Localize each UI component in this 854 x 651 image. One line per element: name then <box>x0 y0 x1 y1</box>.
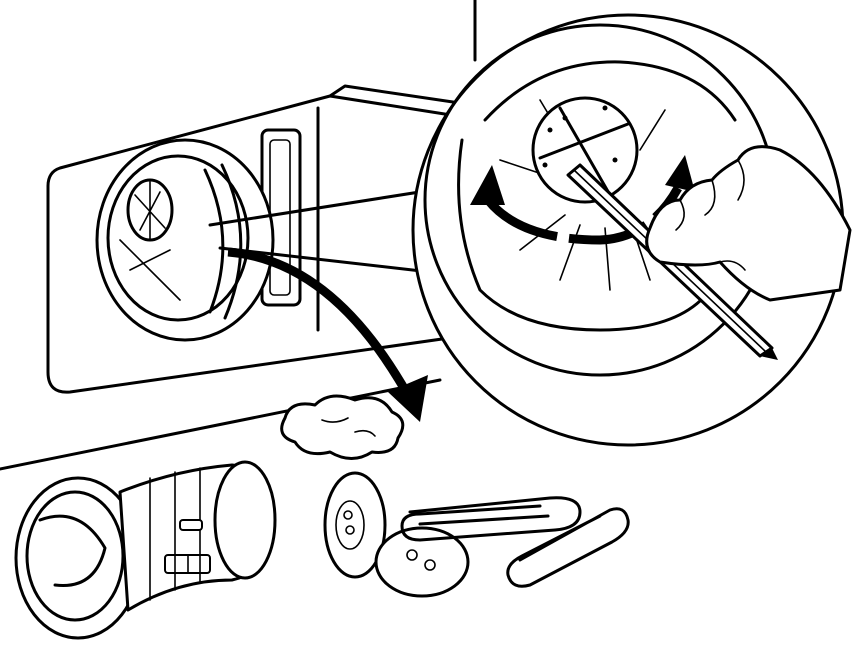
removed-drain-filter <box>14 460 277 640</box>
buttons <box>323 471 470 598</box>
paper-clips <box>400 496 630 588</box>
filter-housing <box>95 138 275 342</box>
lint-cloud <box>280 394 405 460</box>
removal-arrow <box>227 247 428 422</box>
hand-holding-pencil <box>566 145 852 360</box>
button-large <box>323 471 387 579</box>
button-small <box>374 526 470 598</box>
